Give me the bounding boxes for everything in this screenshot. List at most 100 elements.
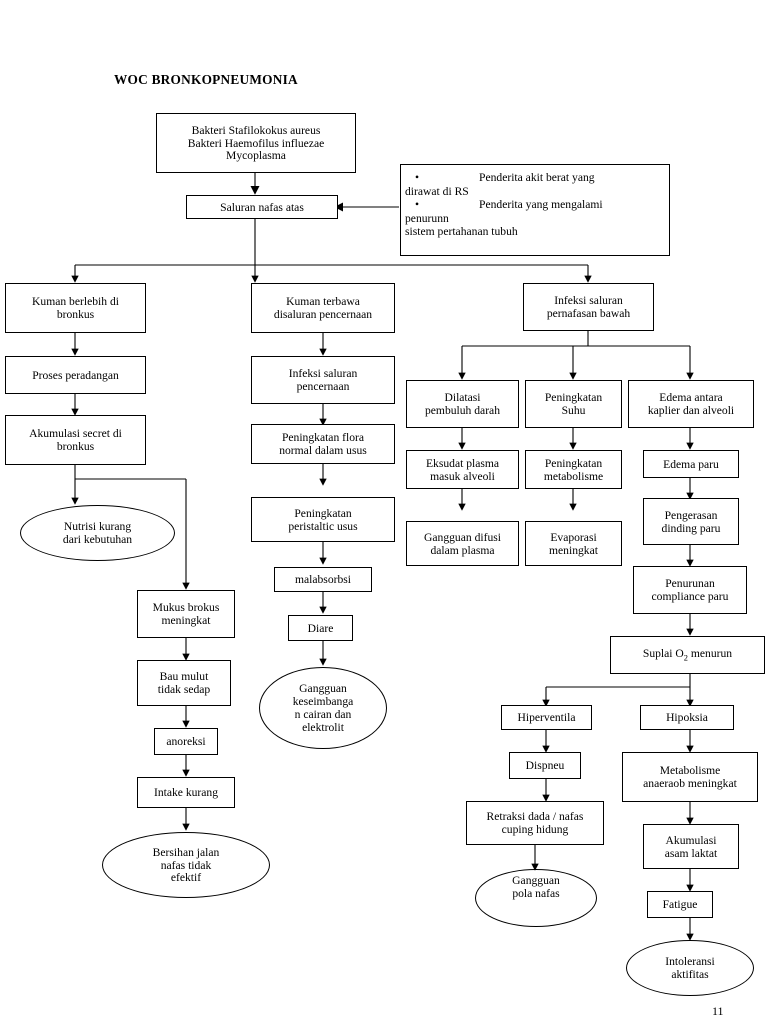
node-akumulasi-secret: Akumulasi secret di bronkus — [5, 415, 146, 465]
node-bakteri-line2: Bakteri Haemofilus influezae — [187, 136, 325, 150]
node-kuman-terbawa-line1: Kuman terbawa — [286, 295, 360, 309]
node-kuman-bronkus-line2: bronkus — [56, 308, 95, 321]
node-gangguan-pola-nafas-line2: pola nafas — [512, 887, 560, 900]
node-diare: Diare — [288, 615, 353, 641]
node-peningkatan-suhu-line2: Suhu — [561, 404, 586, 417]
node-intake-kurang: Intake kurang — [137, 777, 235, 808]
callout-item2-cont2: sistem pertahanan tubuh — [405, 225, 518, 239]
node-kuman-terbawa-line2: disaluran pencernaan — [273, 308, 373, 321]
node-peningkatan-metabolisme-line1: Peningkatan — [544, 456, 603, 470]
node-bau-mulut-line2: tidak sedap — [157, 683, 211, 696]
node-suplai-o2-suffix: menurun — [687, 647, 733, 661]
node-retraksi-line2: cuping hidung — [501, 823, 569, 836]
node-metabolisme-anaerob-line2: anaeraob meningkat — [643, 777, 737, 790]
node-mukus-brokus-line2: meningkat — [161, 614, 211, 627]
node-hipoksia: Hipoksia — [640, 705, 734, 730]
node-dilatasi-line1: Dilatasi — [444, 391, 481, 405]
node-metabolisme-anaerob: Metabolisme anaeraob meningkat — [622, 752, 758, 802]
node-evaporasi-line2: meningkat — [549, 543, 598, 557]
node-mukus-brokus-line1: Mukus brokus — [152, 601, 220, 615]
callout-line-1: • Penderita akit berat yang — [405, 171, 665, 185]
node-infeksi-pencernaan: Infeksi saluran pencernaan — [251, 356, 395, 404]
node-edema-kaplier-line2: kaplier dan alveoli — [647, 404, 735, 417]
node-saluran-nafas-atas: Saluran nafas atas — [186, 195, 338, 219]
node-intoleransi-line1: Intoleransi — [665, 955, 715, 969]
node-bersihan-line2: nafas tidak — [160, 858, 212, 872]
node-flora-usus-line1: Peningkatan flora — [281, 431, 365, 445]
node-bakteri-line1: Bakteri Stafilokokus aureus — [191, 123, 321, 137]
callout-item2-head: Penderita yang mengalami — [479, 198, 603, 212]
node-kuman-bronkus-line1: Kuman berlebih di — [32, 295, 119, 309]
node-dilatasi-pembuluh-darah: Dilatasi pembuluh darah — [406, 380, 519, 428]
node-infeksi-pernafasan-line2: pernafasan bawah — [546, 307, 631, 320]
node-suplai-o2-text: Suplai O2 menurun — [643, 647, 732, 663]
node-penurunan-compliance-line2: compliance paru — [651, 590, 729, 603]
node-infeksi-pencernaan-line1: Infeksi saluran — [288, 367, 358, 381]
node-bersihan-line3: efektif — [170, 871, 202, 885]
node-edema-kaplier-line1: Edema antara — [659, 391, 723, 405]
callout-line-2: • Penderita yang mengalami — [405, 198, 665, 212]
node-eksudat-line2: masuk alveoli — [430, 469, 495, 483]
node-akumulasi-laktat-line2: asam laktat — [664, 846, 718, 860]
node-pengerasan-dinding-paru: Pengerasan dinding paru — [643, 498, 739, 545]
bullet-icon-2: • — [415, 198, 420, 212]
node-malabsorbsi: malabsorbsi — [274, 567, 372, 592]
node-bersihan-jalan-nafas: Bersihan jalan nafas tidak efektif — [102, 832, 270, 898]
node-flora-usus: Peningkatan flora normal dalam usus — [251, 424, 395, 464]
node-akumulasi-secret-line1: Akumulasi secret di — [29, 427, 122, 441]
page-number: 11 — [712, 1004, 724, 1018]
node-nutrisi-kurang: Nutrisi kurang dari kebutuhan — [20, 505, 175, 561]
node-retraksi-dada: Retraksi dada / nafas cuping hidung — [466, 801, 604, 845]
node-metabolisme-anaerob-line1: Metabolisme — [659, 764, 721, 778]
node-flora-usus-line2: normal dalam usus — [279, 444, 367, 457]
node-gangguan-elektrolit: Gangguan keseimbanga n cairan dan elektr… — [259, 667, 387, 749]
node-infeksi-pencernaan-line2: pencernaan — [296, 380, 350, 393]
node-bersihan-line1: Bersihan jalan — [152, 845, 220, 859]
node-pengerasan-line1: Pengerasan — [664, 508, 718, 522]
callout-item2-cont: penurunn — [405, 211, 449, 225]
node-akumulasi-asam-laktat: Akumulasi asam laktat — [643, 824, 739, 869]
node-nutrisi-kurang-line1: Nutrisi kurang — [63, 520, 132, 534]
node-gangguan-elektrolit-line3: n cairan dan — [294, 708, 352, 721]
node-infeksi-pernafasan-line1: Infeksi saluran — [554, 294, 623, 308]
node-eksudat-plasma: Eksudat plasma masuk alveoli — [406, 450, 519, 489]
node-gangguan-pola-nafas-line1: Gangguan — [512, 874, 560, 888]
bullet-icon: • — [415, 171, 420, 184]
node-peningkatan-metabolisme: Peningkatan metabolisme — [525, 450, 622, 489]
node-suplai-o2-menurun: Suplai O2 menurun — [610, 636, 765, 674]
node-fatigue: Fatigue — [647, 891, 713, 918]
node-infeksi-pernafasan-bawah: Infeksi saluran pernafasan bawah — [523, 283, 654, 331]
node-gangguan-pola-nafas: Gangguan pola nafas — [475, 869, 597, 927]
node-peristaltic-line2: peristaltic usus — [288, 519, 358, 533]
node-gangguan-elektrolit-line2: keseimbanga — [292, 695, 354, 709]
node-penurunan-compliance-paru: Penurunan compliance paru — [633, 566, 747, 614]
node-gangguan-elektrolit-line4: elektrolit — [302, 720, 344, 734]
callout-item1-cont: dirawat di RS — [405, 184, 469, 198]
node-eksudat-line1: Eksudat plasma — [425, 456, 500, 470]
node-gangguan-difusi-line1: Gangguan difusi — [424, 530, 501, 544]
node-kuman-berlebih-bronkus: Kuman berlebih di bronkus — [5, 283, 146, 333]
node-nutrisi-kurang-line2: dari kebutuhan — [62, 533, 133, 546]
node-suplai-o2-subscript: 2 — [683, 653, 688, 663]
node-evaporasi-meningkat: Evaporasi meningkat — [525, 521, 622, 566]
node-akumulasi-laktat-line1: Akumulasi — [665, 833, 717, 847]
node-dilatasi-line2: pembuluh darah — [424, 404, 500, 417]
node-bau-mulut-line1: Bau mulut — [159, 670, 209, 684]
callout-item1-head: Penderita akit berat yang — [479, 171, 595, 184]
node-gangguan-difusi: Gangguan difusi dalam plasma — [406, 521, 519, 566]
node-edema-kaplier-alveoli: Edema antara kaplier dan alveoli — [628, 380, 754, 428]
node-peristaltic-line1: Peningkatan — [294, 506, 352, 520]
node-retraksi-line1: Retraksi dada / nafas — [486, 810, 584, 824]
node-penurunan-compliance-line1: Penurunan — [665, 577, 715, 591]
node-bakteri: Bakteri Stafilokokus aureus Bakteri Haem… — [156, 113, 356, 173]
node-bau-mulut: Bau mulut tidak sedap — [137, 660, 231, 706]
node-peningkatan-suhu: Peningkatan Suhu — [525, 380, 622, 428]
page-title: WOC BRONKOPNEUMONIA — [114, 72, 298, 87]
node-dispneu: Dispneu — [509, 752, 581, 779]
node-peristaltic-usus: Peningkatan peristaltic usus — [251, 497, 395, 542]
node-edema-paru: Edema paru — [643, 450, 739, 478]
node-pengerasan-line2: dinding paru — [661, 521, 721, 535]
node-suplai-o2-prefix: Suplai O — [642, 647, 684, 661]
node-gangguan-difusi-line2: dalam plasma — [430, 543, 495, 557]
